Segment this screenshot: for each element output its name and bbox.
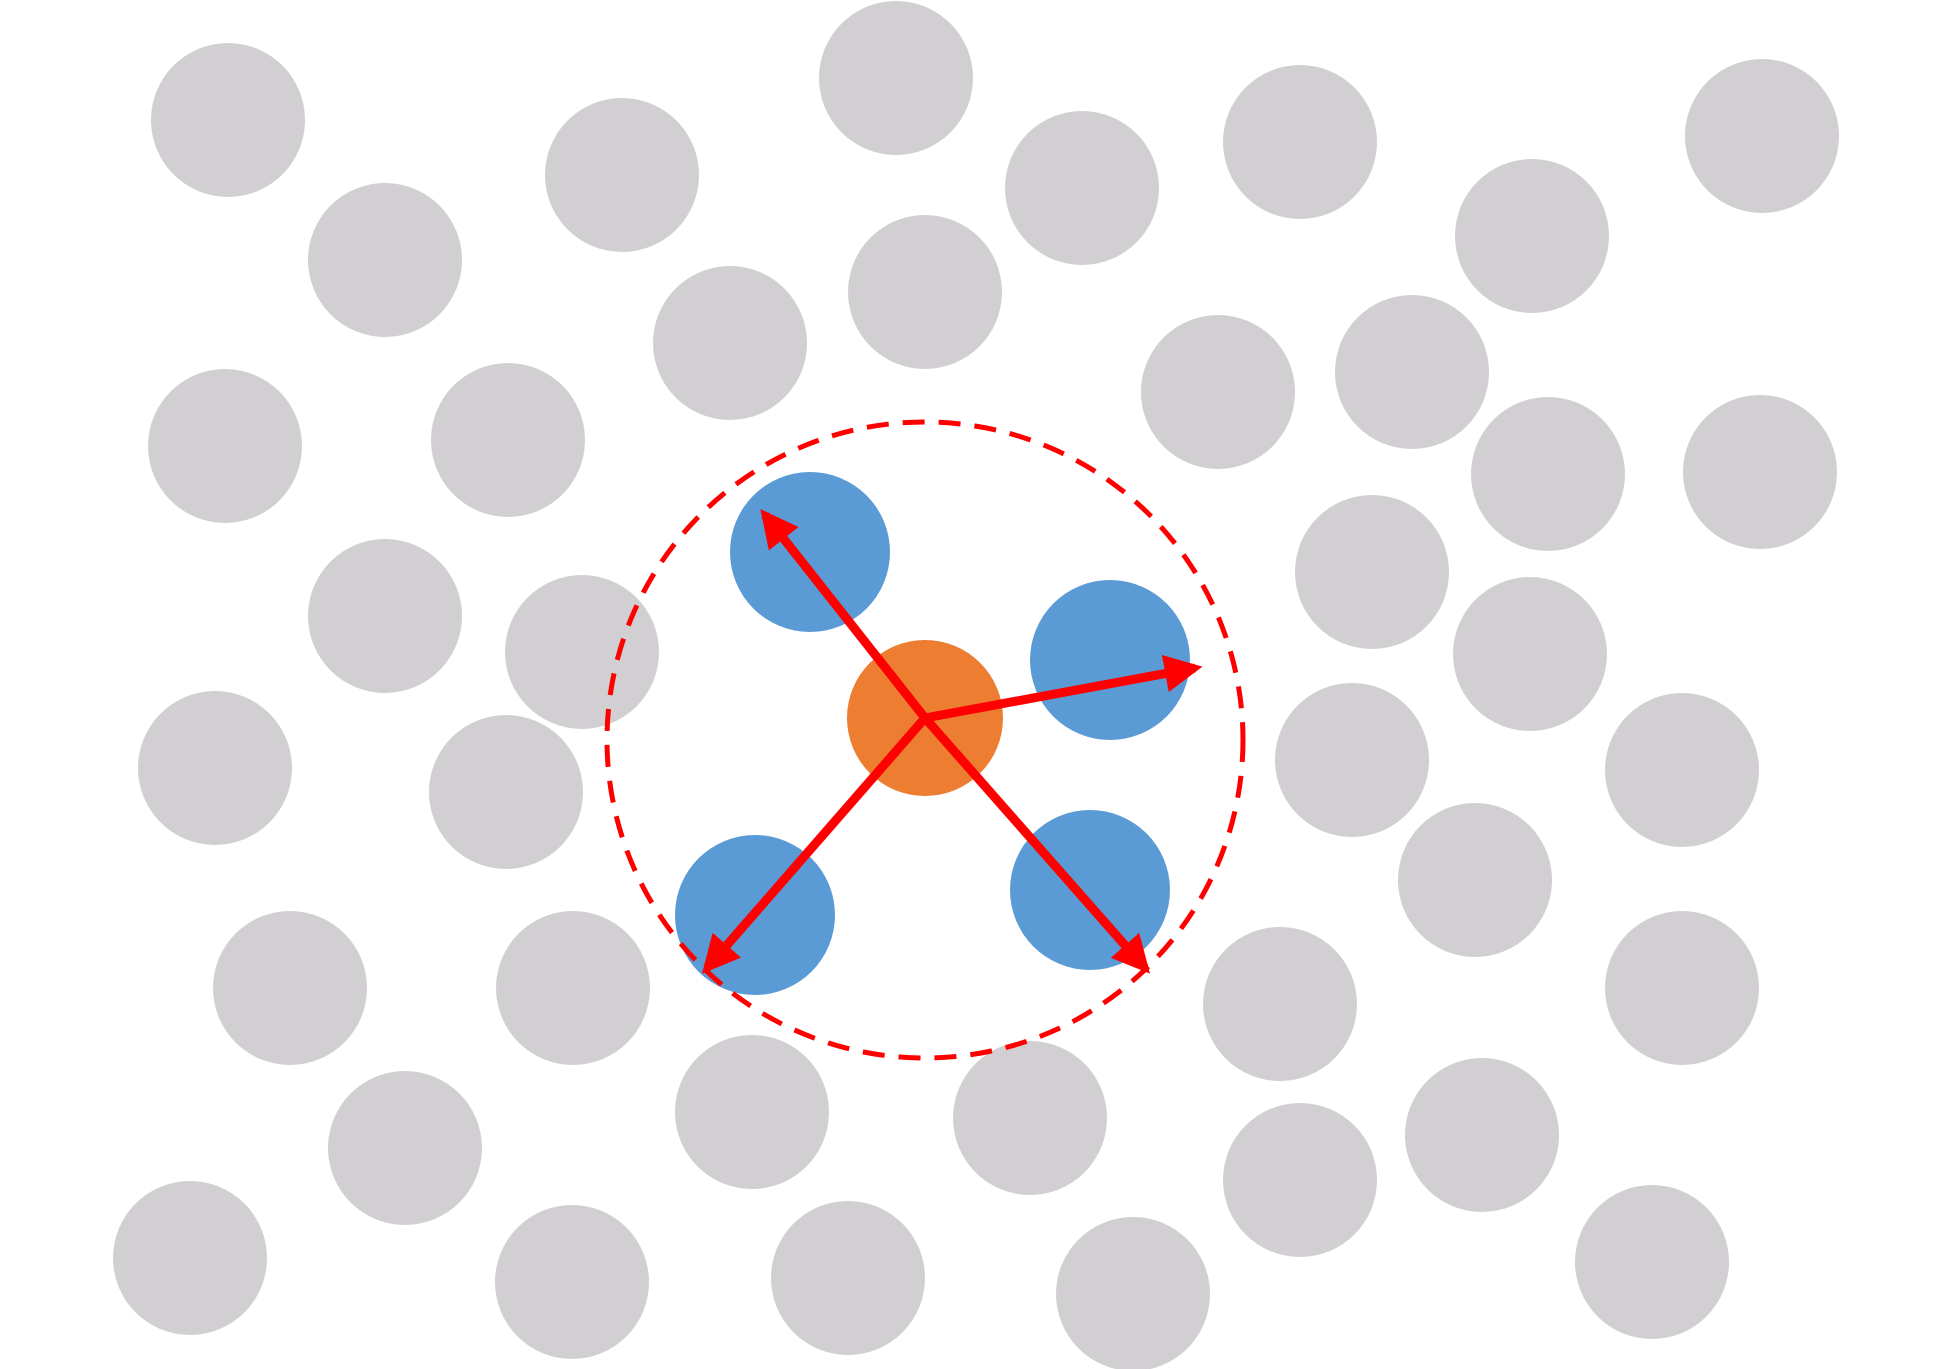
particle bbox=[148, 369, 302, 523]
particle bbox=[1405, 1058, 1559, 1212]
particle bbox=[505, 575, 659, 729]
particle bbox=[1605, 693, 1759, 847]
particle bbox=[819, 1, 973, 155]
particle bbox=[138, 691, 292, 845]
cutoff-radius-circle bbox=[604, 419, 1246, 1061]
particle bbox=[771, 1201, 925, 1355]
particle bbox=[431, 363, 585, 517]
particle bbox=[1056, 1217, 1210, 1369]
particle bbox=[1141, 315, 1295, 469]
particle bbox=[1223, 1103, 1377, 1257]
particle bbox=[151, 43, 305, 197]
particle bbox=[113, 1181, 267, 1335]
particle bbox=[495, 1205, 649, 1359]
particle bbox=[545, 98, 699, 252]
particle bbox=[1683, 395, 1837, 549]
particle bbox=[308, 183, 462, 337]
particle bbox=[1471, 397, 1625, 551]
particle bbox=[1335, 295, 1489, 449]
particle bbox=[308, 539, 462, 693]
particle bbox=[1455, 159, 1609, 313]
particle bbox=[953, 1041, 1107, 1195]
background-particles bbox=[113, 1, 1839, 1369]
particle bbox=[429, 715, 583, 869]
particle bbox=[1575, 1185, 1729, 1339]
particle bbox=[1685, 59, 1839, 213]
particle bbox=[1223, 65, 1377, 219]
neighbor-arrow bbox=[760, 509, 929, 721]
particle bbox=[675, 1035, 829, 1189]
neighbor-arrow bbox=[924, 654, 1203, 723]
particle bbox=[213, 911, 367, 1065]
neighbor-particle bbox=[730, 472, 890, 632]
particle bbox=[1275, 683, 1429, 837]
particle bbox=[328, 1071, 482, 1225]
neighbor-particle bbox=[1030, 580, 1190, 740]
particle bbox=[1453, 577, 1607, 731]
neighbor-arrow bbox=[921, 715, 1150, 974]
particle bbox=[848, 215, 1002, 369]
neighbor-arrow bbox=[702, 715, 929, 974]
particle bbox=[496, 911, 650, 1065]
particle bbox=[1295, 495, 1449, 649]
particle bbox=[1005, 111, 1159, 265]
particle bbox=[653, 266, 807, 420]
neighbor-arrows bbox=[702, 509, 1203, 974]
particle bbox=[1203, 927, 1357, 1081]
particle bbox=[1605, 911, 1759, 1065]
particle bbox=[1398, 803, 1552, 957]
neighbor-particle bbox=[1010, 810, 1170, 970]
